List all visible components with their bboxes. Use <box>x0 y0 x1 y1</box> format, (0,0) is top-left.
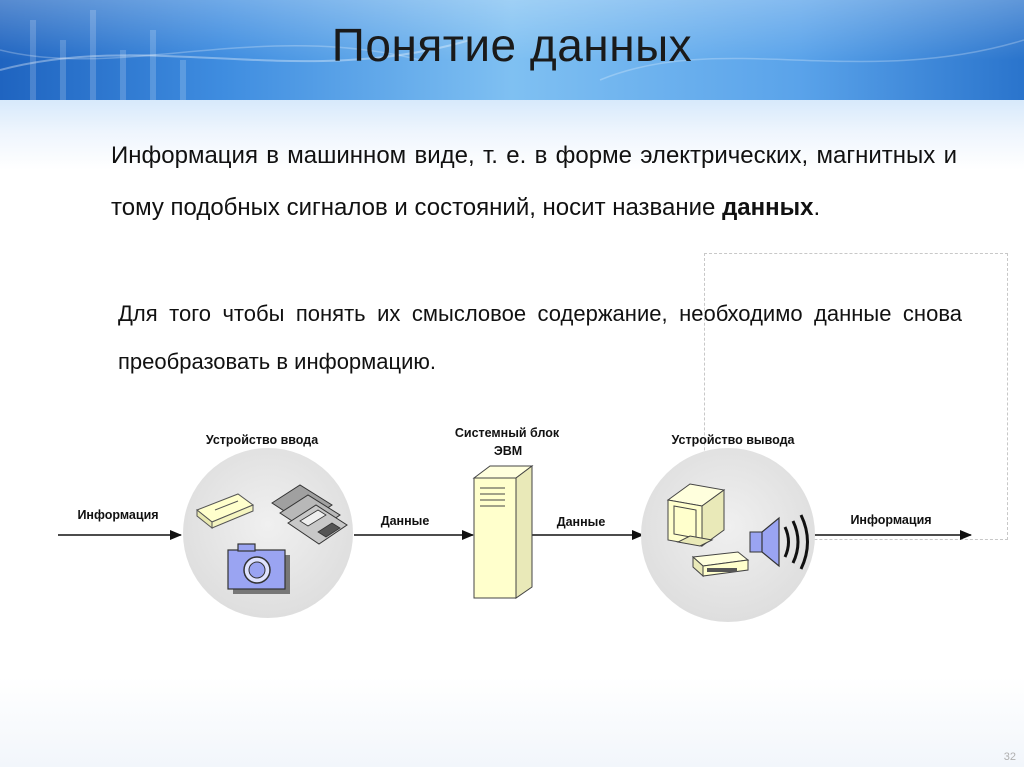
speaker-icon <box>749 514 809 570</box>
paragraph-definition-bold: данных <box>722 194 814 221</box>
scanner-icon <box>196 493 255 530</box>
output-device-label: Устройство вывода <box>672 433 796 447</box>
slide-title: Понятие данных <box>331 19 693 71</box>
system-unit-label-line1: Системный блок <box>455 426 560 440</box>
paragraph-definition-end: . <box>813 194 821 221</box>
floppy-disks-icon <box>271 484 348 545</box>
input-device-label: Устройство ввода <box>206 433 319 447</box>
arrow-label-data-2: Данные <box>557 515 606 529</box>
paragraph-definition: Информация в машинном виде, т. е. в форм… <box>111 130 957 234</box>
header-gradient <box>0 100 1024 170</box>
footer-gradient <box>0 677 1024 767</box>
camera-icon <box>227 543 290 594</box>
arrow-label-info-out: Информация <box>850 513 931 527</box>
header-decor <box>0 10 1024 100</box>
arrow-label-info-in: Информация <box>77 508 158 522</box>
paragraph-definition-text: Информация в машинном виде, т. е. в форм… <box>111 142 957 221</box>
monitor-icon <box>666 483 726 547</box>
dashed-placeholder <box>704 253 1008 540</box>
system-unit-label-line2: ЭВМ <box>494 444 522 458</box>
header-band <box>0 0 1024 100</box>
arrow-label-data-1: Данные <box>381 514 430 528</box>
header-shine <box>0 0 1024 100</box>
input-device-circle <box>183 448 353 618</box>
paragraph-meaning: Для того чтобы понять их смысловое содер… <box>118 301 962 374</box>
slide-number: 32 <box>1003 751 1016 763</box>
system-unit-icon <box>472 465 534 599</box>
printer-icon <box>691 551 750 578</box>
